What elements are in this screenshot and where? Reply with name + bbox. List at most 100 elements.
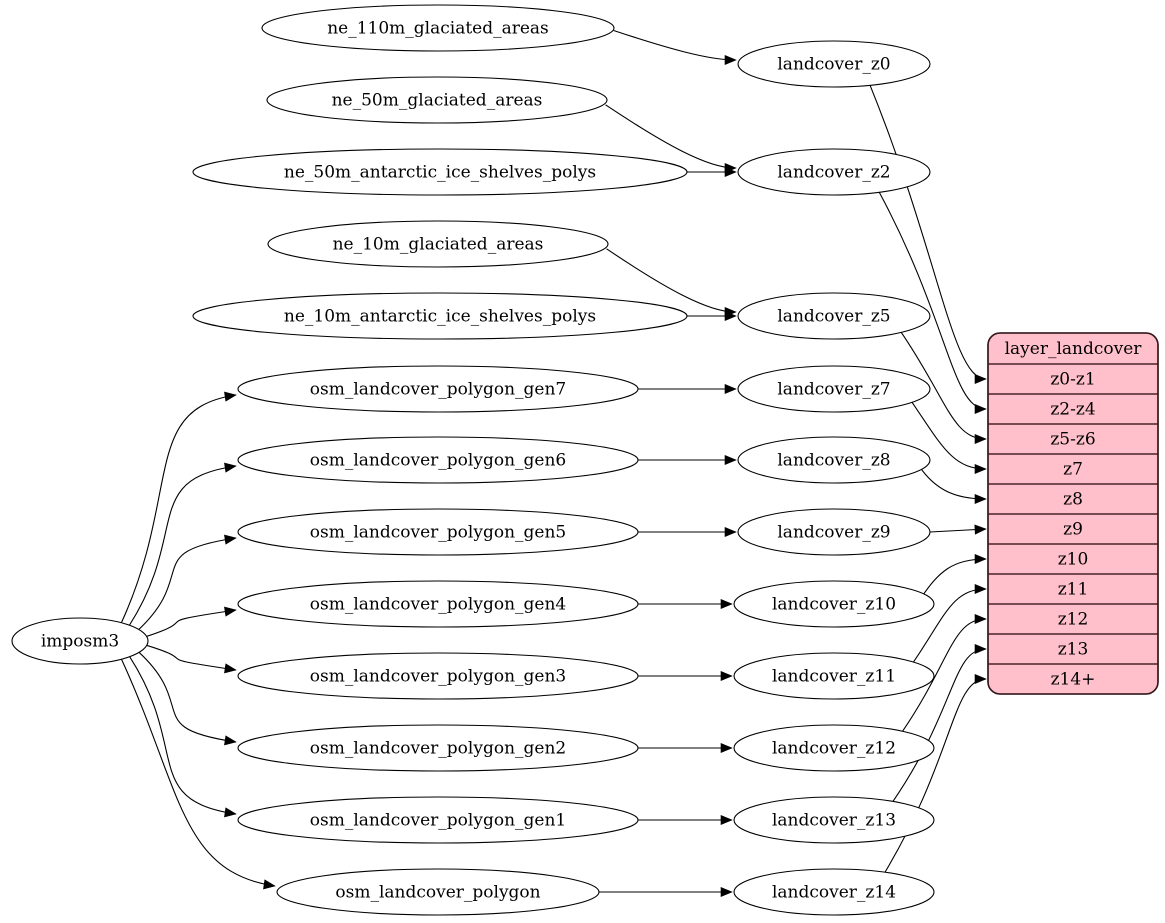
table-row-label: z14+ [1051, 670, 1096, 690]
arrow-head [720, 886, 733, 898]
edge-line [869, 84, 987, 380]
arrow-head [224, 735, 237, 746]
edge-osm_landcover_polygon_gen4-to-landcover_z10 [638, 598, 733, 610]
node-osm_landcover_polygon[interactable]: osm_landcover_polygon [276, 868, 600, 916]
edge-ne_10m_antarctic_ice_shelves_polys-to-landcover_z5 [686, 310, 737, 322]
table-row-z9[interactable]: z9 [988, 514, 1158, 544]
table-row-z10[interactable]: z10 [988, 544, 1158, 574]
edge-line [129, 656, 237, 815]
node-imposm3[interactable]: imposm3 [11, 617, 149, 665]
arrow-head [224, 534, 237, 545]
node-landcover_z9[interactable]: landcover_z9 [737, 508, 931, 556]
arrow-head [224, 606, 237, 617]
node-osm_landcover_polygon_gen3[interactable]: osm_landcover_polygon_gen3 [237, 652, 639, 700]
arrow-head [724, 383, 737, 395]
node-osm_landcover_polygon_gen1[interactable]: osm_landcover_polygon_gen1 [237, 796, 639, 844]
node-landcover_z5[interactable]: landcover_z5 [737, 292, 931, 340]
node-osm_landcover_polygon_gen5[interactable]: osm_landcover_polygon_gen5 [237, 508, 639, 556]
edge-line [878, 191, 987, 410]
node-ne_50m_glaciated_areas[interactable]: ne_50m_glaciated_areas [266, 76, 608, 124]
node-landcover_z2[interactable]: landcover_z2 [737, 148, 931, 196]
table-row-z0-z1[interactable]: z0-z1 [988, 364, 1158, 394]
node-landcover_z12[interactable]: landcover_z12 [733, 724, 935, 772]
edge-landcover_z13-to-table-z13 [891, 643, 987, 803]
node-shape [237, 436, 639, 484]
edge-imposm3-to-osm_landcover_polygon [121, 659, 276, 890]
edge-landcover_z2-to-table-z2-z4 [878, 191, 987, 415]
node-shape [733, 868, 935, 916]
arrow-head [974, 673, 987, 685]
node-landcover_z11[interactable]: landcover_z11 [733, 652, 935, 700]
node-shape [192, 292, 688, 340]
table-row-z13[interactable]: z13 [988, 634, 1158, 664]
node-landcover_z8[interactable]: landcover_z8 [737, 436, 931, 484]
node-landcover_z10[interactable]: landcover_z10 [733, 580, 935, 628]
arrow-head [224, 462, 237, 473]
node-label: ne_110m_glaciated_areas [327, 19, 549, 39]
edge-osm_landcover_polygon-to-landcover_z14 [599, 886, 733, 898]
arrow-head [724, 54, 737, 66]
node-ne_10m_antarctic_ice_shelves_polys[interactable]: ne_10m_antarctic_ice_shelves_polys [192, 292, 688, 340]
node-landcover_z13[interactable]: landcover_z13 [733, 796, 935, 844]
nodes-layer: imposm3 ne_110m_glaciated_areas ne_50m_gla… [11, 4, 935, 916]
node-label: landcover_z13 [772, 811, 896, 831]
node-shape [261, 4, 615, 52]
arrow-head [724, 310, 737, 322]
node-label: landcover_z0 [777, 55, 890, 75]
table-row-label: z8 [1063, 490, 1083, 510]
edge-landcover_z9-to-table-z9 [929, 524, 987, 535]
node-ne_10m_glaciated_areas[interactable]: ne_10m_glaciated_areas [267, 220, 609, 268]
node-shape [737, 148, 931, 196]
node-shape [737, 292, 931, 340]
node-osm_landcover_polygon_gen7[interactable]: osm_landcover_polygon_gen7 [237, 365, 639, 413]
edge-landcover_z11-to-table-z11 [911, 583, 987, 665]
arrow-head [974, 613, 987, 625]
arrow-head [720, 598, 733, 610]
edges-layer [120, 29, 987, 898]
arrow-head [974, 553, 987, 565]
node-label: landcover_z2 [777, 163, 890, 183]
node-shape [237, 508, 639, 556]
table-row-z12[interactable]: z12 [988, 604, 1158, 634]
node-shape [737, 508, 931, 556]
edge-line [145, 644, 237, 671]
table-row-z2-z4[interactable]: z2-z4 [988, 394, 1158, 424]
node-landcover_z0[interactable]: landcover_z0 [737, 40, 931, 88]
edge-landcover_z12-to-table-z12 [901, 613, 987, 733]
node-osm_landcover_polygon_gen2[interactable]: osm_landcover_polygon_gen2 [237, 724, 639, 772]
edge-line [128, 465, 237, 626]
node-label: osm_landcover_polygon [335, 883, 540, 903]
table-row-label: z5-z6 [1050, 430, 1095, 450]
node-shape [733, 724, 935, 772]
edge-line [120, 394, 237, 623]
arrow-head [720, 814, 733, 826]
node-landcover_z7[interactable]: landcover_z7 [737, 365, 931, 413]
arrow-head [724, 166, 737, 178]
table-row-z7[interactable]: z7 [988, 454, 1158, 484]
table-row-label: z7 [1063, 460, 1083, 480]
node-osm_landcover_polygon_gen4[interactable]: osm_landcover_polygon_gen4 [237, 580, 639, 628]
table-row-label: z12 [1058, 610, 1089, 630]
node-ne_110m_glaciated_areas[interactable]: ne_110m_glaciated_areas [261, 4, 615, 52]
table-title: layer_landcover [1005, 339, 1143, 359]
arrow-head [974, 373, 987, 385]
node-osm_landcover_polygon_gen6[interactable]: osm_landcover_polygon_gen6 [237, 436, 639, 484]
node-shape [733, 652, 935, 700]
table-outline [987, 332, 1159, 695]
node-landcover_z14[interactable]: landcover_z14 [733, 868, 935, 916]
node-shape [192, 148, 688, 196]
table-row-z14+[interactable]: z14+ [988, 664, 1158, 694]
table-row-label: z9 [1063, 520, 1083, 540]
node-shape [737, 365, 931, 413]
arrow-head [720, 742, 733, 754]
edge-osm_landcover_polygon_gen2-to-landcover_z12 [638, 742, 733, 754]
node-label: osm_landcover_polygon_gen2 [310, 739, 566, 759]
arrow-head [974, 643, 987, 655]
node-shape [267, 220, 609, 268]
node-ne_50m_antarctic_ice_shelves_polys[interactable]: ne_50m_antarctic_ice_shelves_polys [192, 148, 688, 196]
table-row-z8[interactable]: z8 [988, 484, 1158, 514]
edge-landcover_z8-to-table-z8 [918, 465, 987, 505]
table-row-z11[interactable]: z11 [988, 574, 1158, 604]
table-row-z5-z6[interactable]: z5-z6 [988, 424, 1158, 454]
edge-line [884, 678, 987, 874]
